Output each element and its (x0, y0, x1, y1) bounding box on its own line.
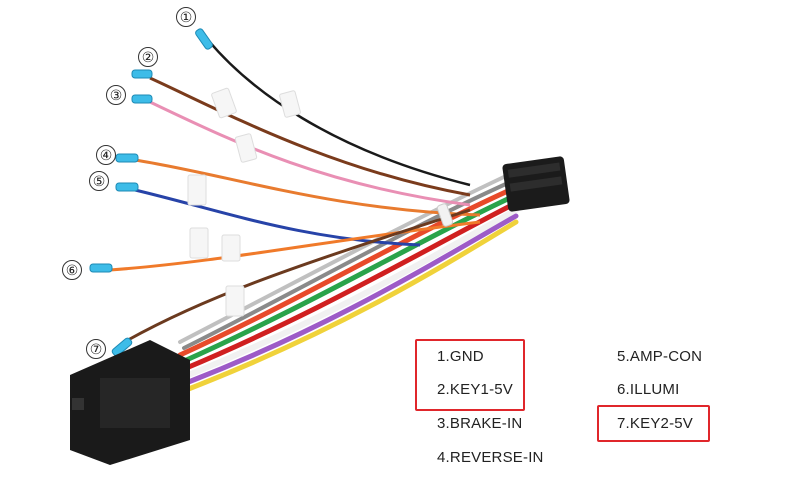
bottom-connector (70, 340, 190, 465)
wire-key1 (149, 76, 471, 197)
legend-item-brake: 3.BRAKE-IN (437, 415, 523, 432)
wire-tips (89, 28, 213, 357)
wire-number-1: ① (176, 7, 196, 27)
wire-number-6: ⑥ (62, 260, 82, 280)
wire-number-2: ② (138, 47, 158, 67)
legend-item-key1: 2.KEY1-5V (437, 381, 514, 398)
wire-bundle (177, 174, 519, 393)
legend-item-gnd: 1.GND (437, 348, 484, 365)
plug-connector (502, 156, 570, 212)
wire-number-4: ④ (96, 145, 116, 165)
wire-tags (187, 87, 301, 317)
wire-number-5: ⑤ (89, 171, 109, 191)
wire-number-7: ⑦ (86, 339, 106, 359)
wire-reverse (134, 158, 481, 217)
legend-item-illumi: 6.ILLUMI (617, 381, 680, 398)
legend-item-amp: 5.AMP-CON (617, 348, 703, 365)
zip-tie (436, 203, 454, 227)
wire-illumi (109, 220, 481, 272)
legend-item-key2: 7.KEY2-5V (617, 415, 694, 432)
wire-number-3: ③ (106, 85, 126, 105)
wire-key2 (127, 208, 471, 342)
wire-gnd (207, 39, 471, 187)
highlight-box-gnd-key1 (415, 339, 525, 411)
legend-item-reverse: 4.REVERSE-IN (437, 449, 544, 466)
highlight-box-key2 (597, 405, 710, 442)
wire-brake (149, 100, 471, 207)
